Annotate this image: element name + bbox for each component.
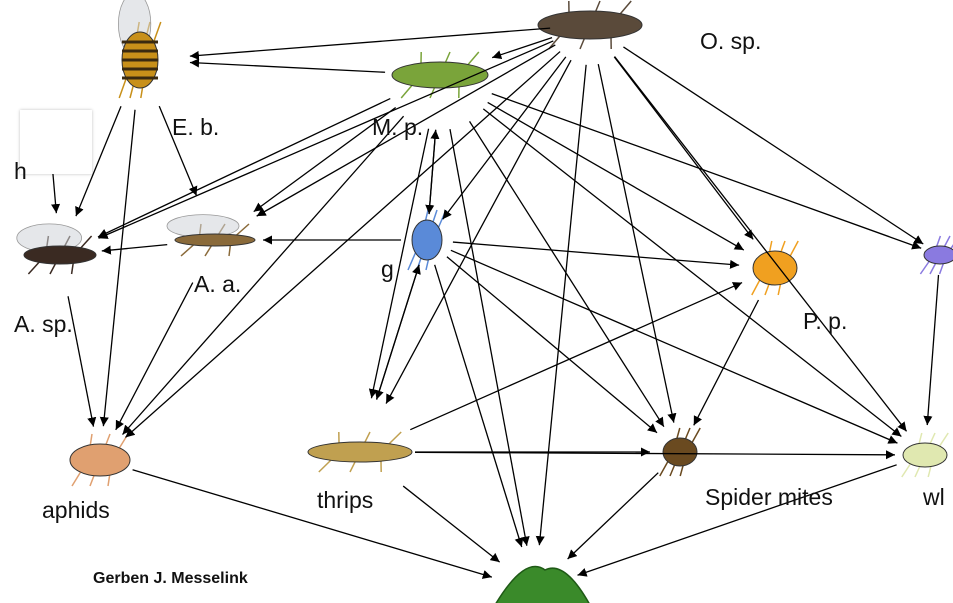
wasp-icon — [17, 224, 96, 274]
node-label-sm: Spider mites — [705, 486, 833, 509]
trophic-arrow — [403, 486, 499, 562]
plant-leaf-icon — [495, 567, 590, 603]
trophic-arrow — [429, 130, 436, 214]
trophic-arrow — [578, 465, 897, 575]
node-label-h: h — [14, 160, 27, 183]
trophic-arrow — [102, 245, 167, 251]
trophic-arrow — [614, 57, 753, 240]
trophic-arrow — [568, 473, 659, 559]
trophic-arrow — [123, 116, 404, 434]
trophic-arrow — [415, 452, 895, 455]
trophic-arrow — [623, 47, 923, 244]
whitefly-icon — [902, 433, 948, 477]
trophic-arrow — [492, 94, 921, 249]
trophic-arrow — [190, 28, 550, 56]
author-credit: Gerben J. Messelink — [93, 570, 248, 588]
hoverfly-icon — [118, 0, 160, 98]
node-label-eb: E. b. — [172, 116, 219, 139]
trophic-arrow — [615, 57, 907, 432]
thrips-icon — [308, 432, 412, 472]
trophic-arrow — [453, 242, 739, 265]
trophic-arrow — [451, 250, 898, 443]
orange-mite-icon — [752, 241, 798, 295]
node-label-osp: O. sp. — [700, 30, 761, 53]
trophic-arrow — [98, 99, 390, 237]
trophic-arrow — [483, 109, 901, 437]
trophic-arrow — [99, 41, 554, 238]
trophic-arrow — [470, 121, 664, 426]
blue-mite-icon — [408, 210, 446, 270]
node-label-aphids: aphids — [42, 499, 110, 522]
trophic-arrow — [103, 110, 135, 426]
trophic-arrow — [190, 62, 385, 72]
trophic-arrow — [116, 283, 193, 430]
trophic-arrow — [371, 129, 428, 398]
parasitoid-photo-frame — [20, 110, 92, 174]
trophic-arrow — [133, 470, 492, 577]
trophic-arrow — [52, 168, 56, 213]
predatory-bug-icon — [538, 1, 642, 49]
node-label-thrips: thrips — [317, 489, 373, 512]
node-label-mp: M. p. — [372, 116, 423, 139]
node-label-pp: P. p. — [803, 310, 847, 333]
trophic-arrow — [377, 265, 420, 400]
node-label-aa: A. a. — [194, 273, 241, 296]
node-label-g: g — [381, 258, 394, 281]
node-label-asp: A. sp. — [14, 313, 73, 336]
trophic-arrow — [450, 129, 527, 546]
gall-midge-icon — [167, 215, 255, 256]
purple-insect-icon — [920, 236, 953, 274]
trophic-arrow — [435, 265, 522, 547]
spider-mite-icon — [660, 428, 700, 476]
trophic-arrow — [927, 275, 938, 425]
trophic-arrow — [694, 300, 759, 425]
node-label-wf: wl — [923, 486, 945, 509]
aphid-icon — [70, 434, 130, 486]
